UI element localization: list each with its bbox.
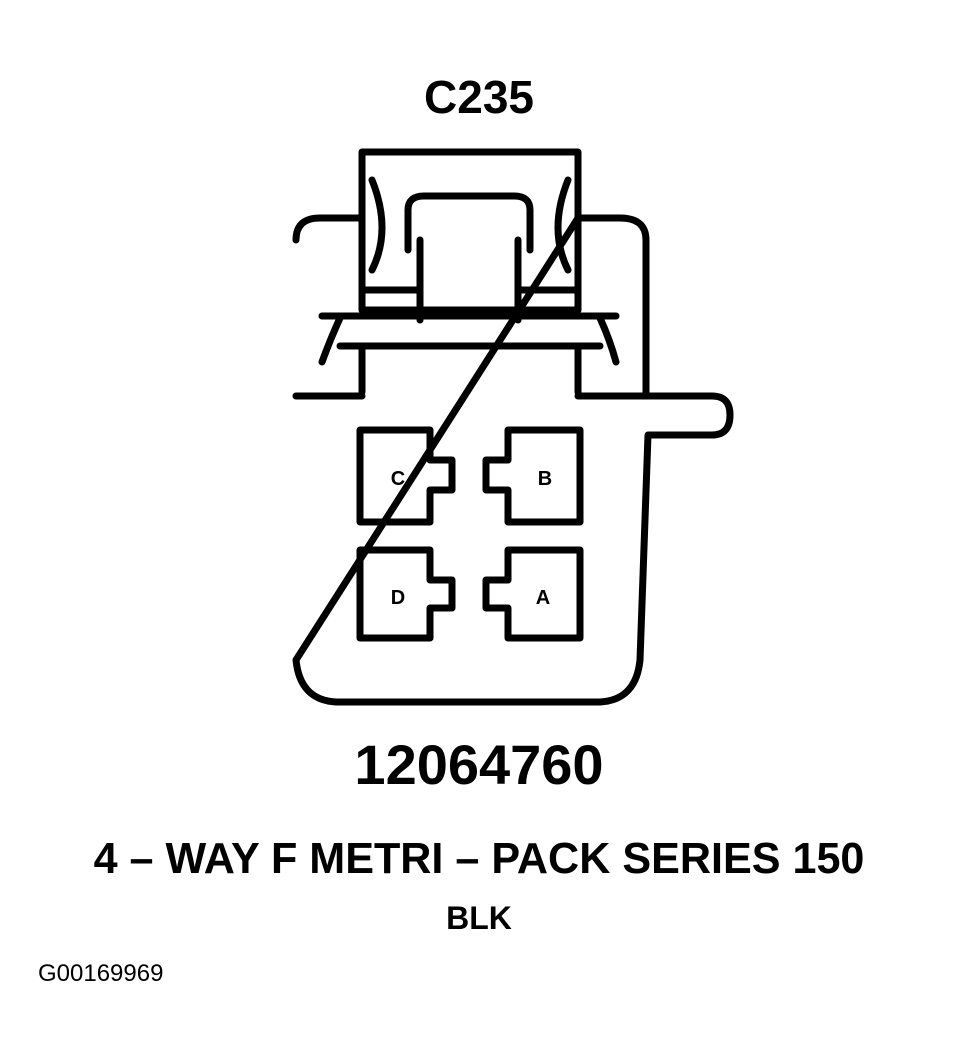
- cavity-a: [482, 546, 584, 642]
- cavity-b: [482, 426, 584, 526]
- pin-label-d: D: [391, 587, 405, 609]
- cavity-d: [356, 546, 456, 642]
- pin-label-a: A: [536, 587, 550, 609]
- cavity-c: [356, 426, 456, 526]
- figure-id: G00169969: [38, 960, 164, 987]
- lock-block: [358, 148, 582, 314]
- connector-housing: [292, 214, 734, 706]
- connector-description: 4 – WAY F METRI – PACK SERIES 150: [93, 834, 865, 883]
- flange: [318, 312, 620, 350]
- connector-color: BLK: [446, 900, 512, 936]
- part-number: 12064760: [354, 733, 604, 796]
- pin-label-b: B: [538, 468, 552, 490]
- pin-label-c: C: [391, 468, 405, 490]
- connector-id: C235: [424, 71, 534, 123]
- lock-latch: [404, 192, 534, 254]
